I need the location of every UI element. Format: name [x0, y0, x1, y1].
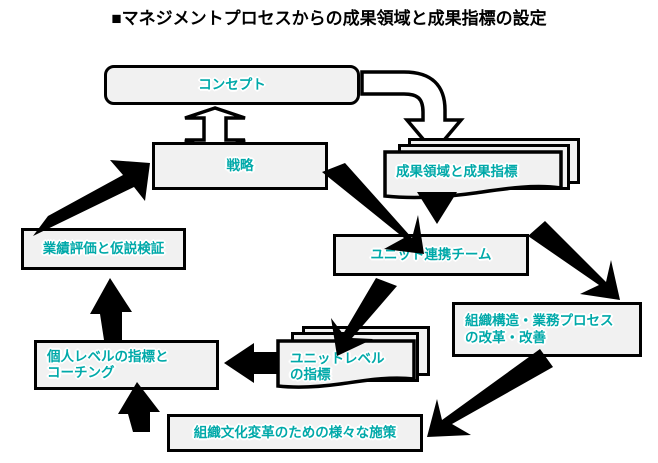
- node-culture-label: 組織文化変革のための様々な施策: [193, 424, 397, 440]
- edge-unitteam-orgprocess: [528, 221, 620, 300]
- node-personal-label: 個人レベルの指標と コーチング: [47, 348, 169, 380]
- node-evaluation-label: 業績評価と仮説検証: [42, 240, 165, 256]
- edge-outcome-unitteam: [417, 192, 457, 224]
- edge-unitmetrics-personal: [224, 343, 279, 383]
- node-concept-label: コンセプト: [198, 76, 266, 92]
- edge-unitteam-unitmetrics: [331, 278, 397, 356]
- node-concept[interactable]: コンセプト: [104, 65, 360, 105]
- node-unit-team[interactable]: ユニット連携チーム: [333, 234, 529, 276]
- edge-evaluation-strategy: [33, 160, 150, 236]
- node-outcome[interactable]: 成果領域と成果指標: [380, 138, 595, 200]
- edge-orgprocess-culture: [427, 349, 553, 437]
- node-strategy-label: 戦略: [226, 157, 254, 173]
- node-org-process[interactable]: 組織構造・業務プロセス の改革・改善: [452, 302, 642, 357]
- outcome-sheet-front: [383, 150, 563, 200]
- node-culture[interactable]: 組織文化変革のための様々な施策: [167, 414, 423, 452]
- edge-culture-personal: [118, 382, 160, 432]
- node-org-process-label: 組織構造・業務プロセス の改革・改善: [465, 313, 614, 345]
- node-strategy[interactable]: 戦略: [152, 142, 328, 190]
- node-outcome-label: 成果領域と成果指標: [396, 164, 518, 179]
- node-unit-metrics[interactable]: ユニットレベル の指標: [276, 326, 444, 396]
- unit-metrics-sheet-front: [276, 339, 416, 389]
- node-evaluation[interactable]: 業績評価と仮説検証: [21, 228, 186, 270]
- node-personal[interactable]: 個人レベルの指標と コーチング: [34, 340, 219, 390]
- edge-personal-evaluation: [90, 278, 132, 340]
- page-title: ■マネジメントプロセスからの成果領域と成果指標の設定: [111, 9, 547, 28]
- node-unit-metrics-label: ユニットレベル の指標: [290, 351, 385, 383]
- edge-strategy-unitteam: [322, 163, 424, 254]
